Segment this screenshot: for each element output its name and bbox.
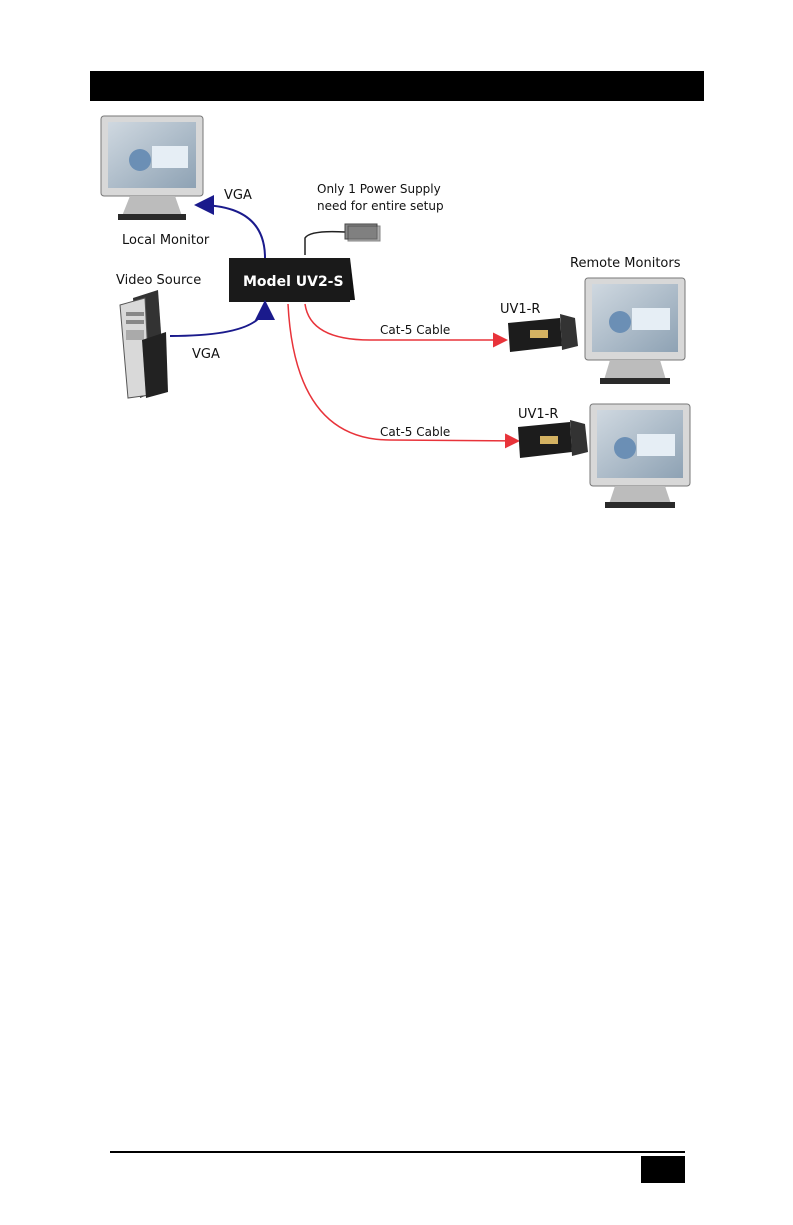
vga-bottom-label: VGA (192, 347, 220, 362)
vga-top-label: VGA (224, 188, 252, 203)
power-supply-label-1: Only 1 Power Supply (317, 182, 441, 196)
receiver-top-icon (508, 314, 578, 352)
power-supply-icon (305, 224, 380, 255)
local-monitor-label: Local Monitor (122, 233, 210, 248)
receiver-bottom-icon (518, 420, 588, 458)
receiver-top-label: UV1-R (500, 302, 540, 317)
page-number-box (641, 1156, 685, 1183)
cable-bottom-label: Cat-5 Cable (380, 425, 450, 439)
remote-monitor-top-icon (585, 278, 685, 384)
receiver-bottom-label: UV1-R (518, 407, 558, 422)
local-monitor-icon (101, 116, 203, 220)
video-source-icon (120, 290, 168, 398)
cable-top-label: Cat-5 Cable (380, 323, 450, 337)
footer-rule (110, 1151, 685, 1153)
model-label: Model UV2-S (243, 274, 344, 290)
remote-monitors-label: Remote Monitors (570, 256, 681, 271)
remote-monitor-bottom-icon (590, 404, 690, 508)
vga-line-to-monitor (198, 205, 265, 258)
video-source-label: Video Source (116, 273, 201, 288)
power-supply-label-2: need for entire setup (317, 199, 444, 213)
vga-line-from-source (170, 304, 265, 336)
